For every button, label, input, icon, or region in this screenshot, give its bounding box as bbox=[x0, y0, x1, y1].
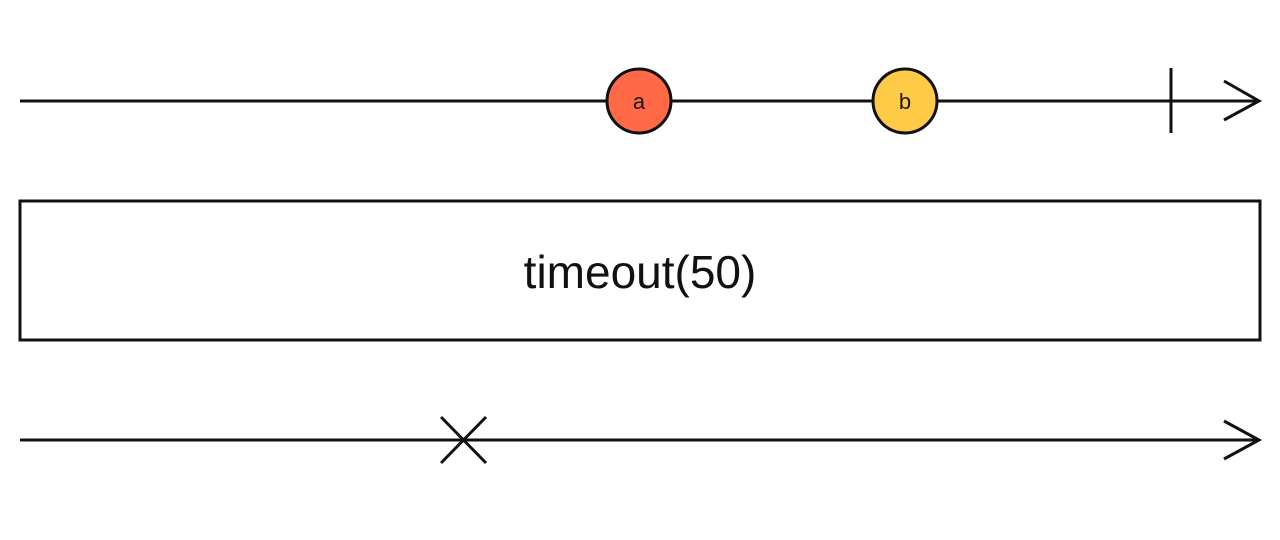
error-marker-icon bbox=[439, 415, 488, 465]
marble-a: a bbox=[605, 67, 673, 135]
input-stream: a b bbox=[20, 67, 1263, 135]
output-arrow-head bbox=[1223, 419, 1263, 461]
marble-b-label: b bbox=[899, 89, 911, 114]
marble-b-circle bbox=[871, 67, 939, 135]
operator-rect bbox=[18, 199, 1262, 342]
input-arrow-head bbox=[1223, 79, 1263, 122]
marble-a-circle bbox=[605, 67, 673, 135]
marble-b: b bbox=[871, 67, 939, 135]
marble-a-label: a bbox=[633, 89, 646, 114]
operator-label: timeout(50) bbox=[524, 246, 757, 298]
operator-box: timeout(50) bbox=[18, 199, 1262, 342]
output-stream bbox=[20, 415, 1263, 465]
